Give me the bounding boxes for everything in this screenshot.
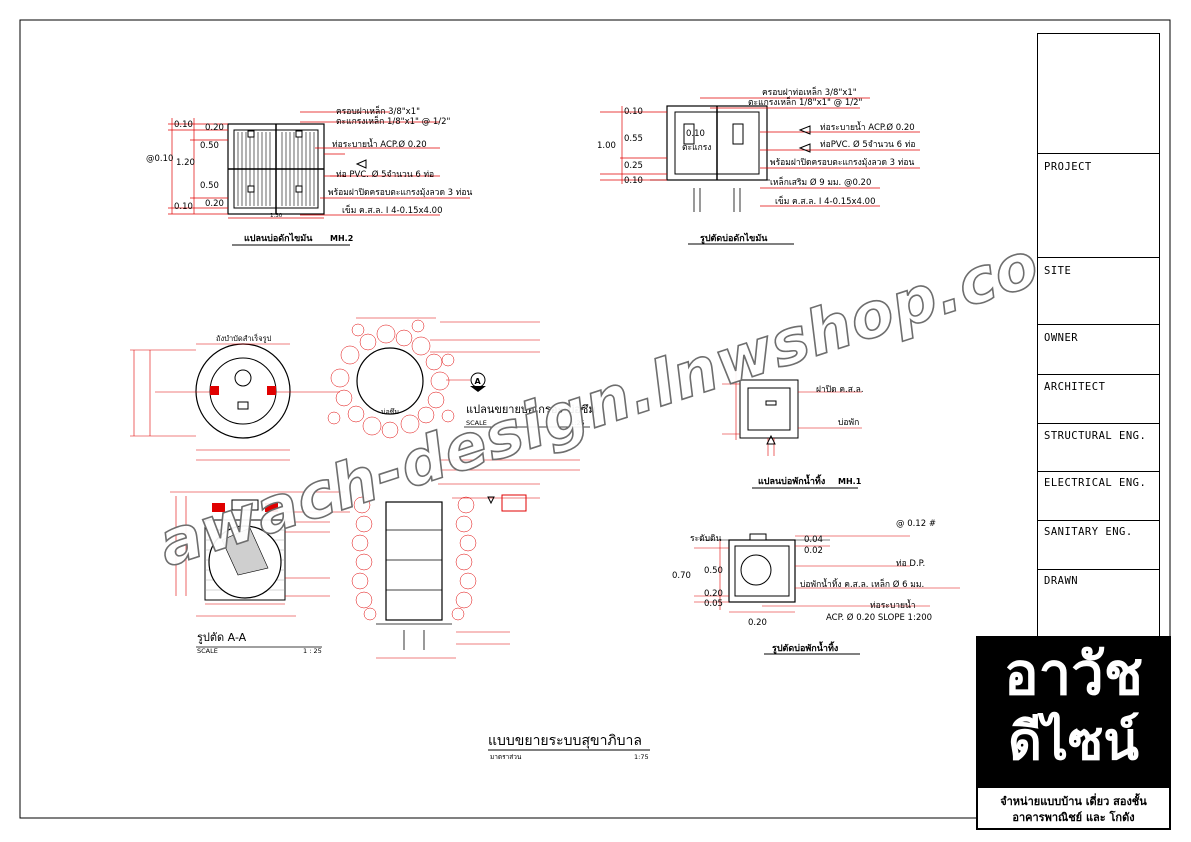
grease-section-note-2: ตะแกรงเหล็ก 1/8"x1" @ 1/2" <box>748 96 863 108</box>
sump-dim-6: 0.05 <box>704 599 723 609</box>
logo-background: อาวัช ดีไซน์ <box>978 638 1169 788</box>
section-a-a: รูปตัด A-A SCALE 1 : 25 <box>170 491 350 655</box>
grease-section-note-3: ท่อระบายน้ำ ACP.Ø 0.20 <box>820 121 915 133</box>
section-aa-title: รูปตัด A-A <box>197 631 247 644</box>
title-block-divider <box>1038 569 1159 570</box>
sump-dim-5: 0.20 <box>704 589 723 599</box>
rubble-fill-section <box>351 496 477 621</box>
grease-plan-tag: MH.2 <box>330 234 353 243</box>
tb-site: SITE <box>1044 265 1072 277</box>
sump-ground-label: ระดับดิน <box>690 534 722 544</box>
tb-electrical: ELECTRICAL ENG. <box>1044 477 1147 489</box>
sump-dim-2: 0.02 <box>804 546 823 556</box>
grease-plan-note-2: ตะแกรงเหล็ก 1/8"x1" @ 1/2" <box>336 115 451 127</box>
grease-plan-dim-2: 0.20 <box>205 123 224 133</box>
grease-section-dim-2: 1.00 <box>597 141 616 151</box>
sump-plan: ฝาปิด ค.ส.ล. บ่อพัก แปลนบ่อพักน้ำทิ้ง MH… <box>722 370 864 489</box>
sump-section: ระดับดิน 0.04 0.02 0.70 0.50 0.20 0.05 0… <box>672 519 960 655</box>
grease-plan-note-5: พร้อมฝาปิดครอบตะแกรงมุ้งลวด 3 ท่อน <box>328 187 472 198</box>
sump-dim-3: 0.70 <box>672 571 691 581</box>
grease-section-inner-2: ตะแกรง <box>682 143 711 153</box>
tb-sanitary: SANITARY ENG. <box>1044 526 1133 538</box>
sheet-title: แบบขยายระบบสุขาภิบาล มาตราส่วน 1:75 <box>488 733 650 761</box>
logo-line-2: ดีไซน์ <box>1008 712 1139 772</box>
soak-pit-section <box>351 459 580 659</box>
tb-owner: OWNER <box>1044 332 1079 344</box>
soak-pit-label: บ่อซึม <box>381 407 399 416</box>
tb-architect: ARCHITECT <box>1044 381 1106 393</box>
grease-plan-dim-4: 1.20 <box>176 158 195 168</box>
grease-plan-note-4: ท่อ PVC. Ø 5จำนวน 6 ท่อ <box>336 169 434 180</box>
title-block-divider <box>1038 153 1159 154</box>
sump-plan-note-2: บ่อพัก <box>838 418 859 428</box>
grease-plan-dim-6: 0.20 <box>205 199 224 209</box>
sump-plan-title: แปลนบ่อพักน้ำทิ้ง <box>758 474 825 487</box>
title-block-divider <box>1038 324 1159 325</box>
grease-trap-section: 0.10 1.00 0.55 0.25 0.10 0.10 ตะแกรง ครอ… <box>597 86 920 245</box>
company-logo: อาวัช ดีไซน์ จำหน่ายแบบบ้าน เดี่ยว สองชั… <box>976 636 1171 830</box>
logo-line-1: อาวัช <box>1003 640 1144 708</box>
grease-section-dim-5: 0.10 <box>624 176 643 186</box>
grease-section-note-4: ท่อPVC. Ø 5จำนวน 6 ท่อ <box>820 139 915 150</box>
sump-dim-7: 0.20 <box>748 618 767 628</box>
grease-section-note-6: เหล็กเสริม Ø 9 มม. @0.20 <box>770 176 871 188</box>
tb-structural: STRUCTURAL ENG. <box>1044 430 1147 442</box>
sump-note-5: ACP. Ø 0.20 SLOPE 1:200 <box>826 612 932 623</box>
grease-section-dim-3: 0.55 <box>624 134 643 144</box>
tank-plan-scale: SCALE <box>466 419 487 427</box>
rubble-fill-plan <box>327 319 455 439</box>
title-block: PROJECT SITE OWNER ARCHITECT STRUCTURAL … <box>1037 33 1160 645</box>
grease-section-note-7: เข็ม ค.ส.ล. I 4-0.15x4.00 <box>775 195 875 207</box>
grease-plan-note-6: เข็ม ค.ส.ล. I 4-0.15x4.00 <box>342 204 442 216</box>
title-block-divider <box>1038 257 1159 258</box>
title-block-divider <box>1038 374 1159 375</box>
grease-trap-plan: 0.10 0.20 0.50 1.20 0.50 0.20 0.10 @0.10… <box>146 105 472 246</box>
title-block-divider <box>1038 471 1159 472</box>
grease-plan-dim-5: 0.50 <box>200 181 219 191</box>
sump-plan-tag: MH.1 <box>838 477 862 486</box>
section-marker: A <box>475 377 482 386</box>
tb-project: PROJECT <box>1044 161 1092 173</box>
section-aa-scale: SCALE <box>197 647 218 655</box>
grease-section-note-1: ครอบฝาท่อเหล็ก 3/8"x1" <box>762 86 857 98</box>
grease-plan-dim-outer: @0.10 <box>146 154 173 164</box>
title-block-divider <box>1038 520 1159 521</box>
sheet-scale-val: 1:75 <box>634 753 649 761</box>
grease-plan-note-1: ครอบฝาเหล็ก 3/8"x1" <box>336 105 420 117</box>
sump-note-2: ท่อ D.P. <box>896 559 925 569</box>
grease-section-inner-1: 0.10 <box>686 129 705 139</box>
septic-tank-plan: ถังบำบัดสำเร็จรูป บ่อซึม A แปลนขยายบ่อเก… <box>130 317 596 461</box>
logo-tagline-1: จำหน่ายแบบบ้าน เดี่ยว สองชั้น <box>1000 795 1147 808</box>
sump-note-1: @ 0.12 # <box>896 519 936 529</box>
sheet-scale-label: มาตราส่วน <box>490 753 522 761</box>
sump-dim-1: 0.04 <box>804 535 823 545</box>
grease-plan-title: แปลนบ่อดักไขมัน <box>244 232 313 244</box>
grease-plan-dim-3: 0.50 <box>200 141 219 151</box>
sump-section-title: รูปตัดบ่อพักน้ำทิ้ง <box>772 641 838 654</box>
logo-tagline-2: อาคารพาณิชย์ และ โกดัง <box>1012 811 1135 824</box>
grease-plan-dim-1: 0.10 <box>174 120 193 130</box>
sump-plan-note-1: ฝาปิด ค.ส.ล. <box>816 385 864 395</box>
tank-plan-top-label: ถังบำบัดสำเร็จรูป <box>216 333 272 343</box>
grease-section-note-5: พร้อมฝาปิดครอบตะแกรงมุ้งลวด 3 ท่อน <box>770 157 914 168</box>
sump-note-4: ท่อระบายน้ำ <box>870 599 916 611</box>
grease-section-dim-4: 0.25 <box>624 161 643 171</box>
grease-plan-dim-bottom: 1.30 <box>270 213 283 219</box>
sheet-title-text: แบบขยายระบบสุขาภิบาล <box>488 733 642 749</box>
sump-dim-4: 0.50 <box>704 566 723 576</box>
tank-plan-title: แปลนขยายบ่อเกรอะ-บ่อซึม <box>466 403 596 416</box>
grease-plan-note-3: ท่อระบายน้ำ ACP.Ø 0.20 <box>332 138 427 150</box>
section-aa-scale-val: 1 : 25 <box>303 647 322 655</box>
grease-section-dim-1: 0.10 <box>624 107 643 117</box>
sump-note-3: บ่อพักน้ำทิ้ง ค.ส.ล. เหล็ก Ø 6 มม. <box>800 578 924 590</box>
tb-drawn: DRAWN <box>1044 575 1079 587</box>
title-block-divider <box>1038 423 1159 424</box>
tank-plan-scale-val: 1:25 <box>570 419 585 427</box>
grease-plan-dim-7: 0.10 <box>174 202 193 212</box>
grease-section-title: รูปตัดบ่อดักไขมัน <box>700 232 768 244</box>
